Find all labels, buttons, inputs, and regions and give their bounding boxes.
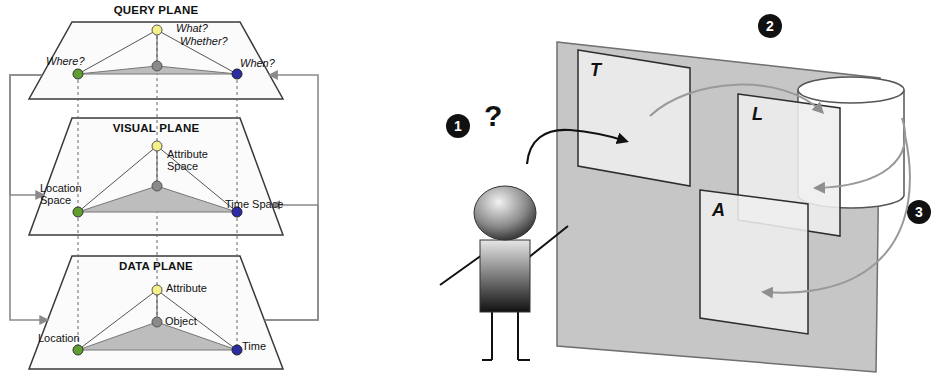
data-label: Attribute — [166, 282, 207, 294]
visual-plane-outline — [28, 118, 284, 236]
window-letter: A — [712, 200, 725, 220]
window-letter: L — [752, 104, 763, 124]
callout-circle — [446, 114, 470, 138]
callout-circle — [907, 200, 931, 224]
plane-shape — [29, 256, 283, 369]
question-mark: ? — [484, 100, 502, 132]
space-label: Location Space — [40, 182, 96, 206]
data-label: Object — [165, 315, 197, 327]
space-label: Attribute Space — [167, 148, 223, 172]
data-plane: DATA PLANE AttributeObjectLocationTime — [28, 256, 284, 370]
window-shape — [578, 50, 690, 186]
callout-number: 2 — [758, 14, 782, 38]
data-plane-outline — [28, 256, 284, 370]
callout-circle — [758, 14, 782, 38]
view-window: T — [576, 48, 692, 188]
plane-title: DATA PLANE — [119, 260, 193, 272]
query-word: Whether? — [180, 35, 228, 47]
feedback-connector — [265, 75, 318, 320]
window-shape — [700, 190, 808, 334]
callout-number: 3 — [907, 200, 931, 224]
data-label: Time — [242, 340, 266, 352]
plane-shape — [29, 118, 283, 235]
plane-title: VISUAL PLANE — [113, 122, 200, 134]
person-figure — [440, 186, 568, 360]
space-label: Time Space — [225, 198, 283, 210]
query-word: Where? — [46, 55, 85, 67]
data-label: Location — [38, 332, 80, 344]
plane-title: QUERY PLANE — [114, 4, 199, 16]
callout-number: 1 — [446, 114, 470, 138]
query-plane-outline — [28, 4, 284, 100]
window-letter: T — [590, 60, 601, 80]
query-word: When? — [240, 57, 275, 69]
view-window: A — [698, 188, 810, 336]
query-word: What? — [176, 22, 208, 34]
plane-shape — [29, 22, 283, 99]
visual-plane: VISUAL PLANE Attribute SpaceLocation Spac… — [28, 118, 284, 236]
query-plane: QUERY PLANE What?Whether? Where? When? — [28, 4, 284, 100]
